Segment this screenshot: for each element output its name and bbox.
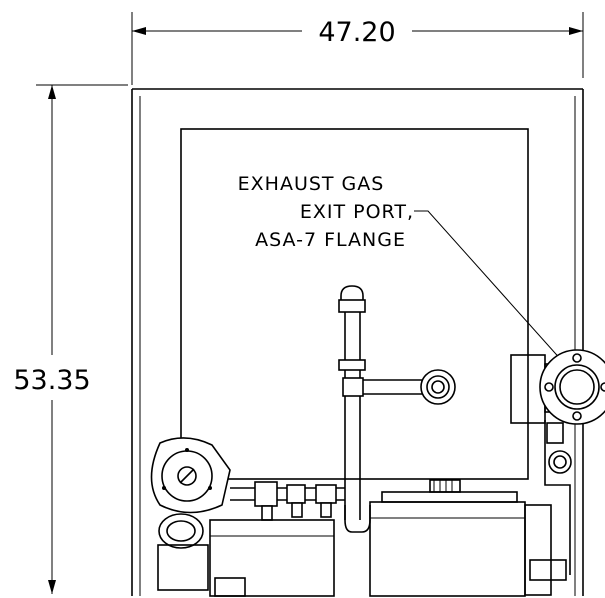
width-dimension: 47.20 [131,12,584,85]
flange-bolt-right [600,382,605,392]
module-tab [214,577,246,597]
gas-valve-train [209,481,345,597]
burner-assembly [369,420,571,597]
side-plug-outer [548,450,572,474]
inlet-fitting-inner [166,520,196,542]
exhaust-port-inner [559,369,595,405]
drain-coupling [529,559,567,581]
fan-bolt-1 [185,448,189,452]
pipe-coupling-mid [338,359,366,371]
burner-gear [429,479,461,493]
exhaust-flange-assembly [510,349,605,474]
burner-side-duct [524,504,552,596]
burner-top-plate [381,491,518,503]
drain-pipe [544,420,571,575]
gas-valve-3 [315,484,337,504]
exhaust-port-outer [554,364,600,410]
gas-valve-2 [286,484,306,504]
height-dimension: 53.35 [13,84,128,594]
height-arrow-bottom [48,580,56,594]
valve-stem-1 [261,505,273,521]
branch-fitting-inner [426,375,450,399]
branch-fitting-outer [420,369,456,405]
lower-left-module [209,519,335,597]
burner-body [369,501,526,597]
width-dimension-label: 47.20 [318,17,395,48]
fan-hub [177,466,197,486]
pipe-elbow-top [340,285,364,300]
width-arrow-right [569,27,583,35]
pipe-elbow-bottom [344,505,371,533]
flange-bolt-bottom [572,411,582,421]
pipe-coupling-top [338,299,366,313]
valve-stem-3 [320,502,332,518]
width-arrow-left [132,27,146,35]
cabinet [131,88,584,596]
valve-stem-2 [291,502,303,518]
exhaust-flange [539,349,605,425]
inner-panel [180,128,529,480]
side-plug-inner [553,455,567,469]
gas-valve-1 [254,481,278,507]
flange-bolt-left [544,382,554,392]
inlet-fitting-outer [158,513,204,549]
vertical-pipe [338,285,456,533]
callout-line-2: EXIT PORT, [300,201,414,223]
inlet-base [157,544,209,591]
fan-hub-slot [179,468,195,484]
flange-bolt-top [572,353,582,363]
pipe-tee [342,377,364,397]
callout-leader-line [414,210,573,373]
flange-support [546,422,564,444]
left-fan-assembly [150,437,231,591]
fan-bolt-2 [162,486,166,490]
callout-line-1: EXHAUST GAS [238,173,385,195]
exhaust-callout: EXHAUST GAS EXIT PORT, ASA-7 FLANGE [238,173,575,376]
branch-fitting-bore [431,380,445,394]
height-dimension-label: 53.35 [13,365,90,396]
height-arrow-top [48,85,56,99]
fan-bolt-3 [208,486,212,490]
callout-line-3: ASA-7 FLANGE [255,229,406,251]
